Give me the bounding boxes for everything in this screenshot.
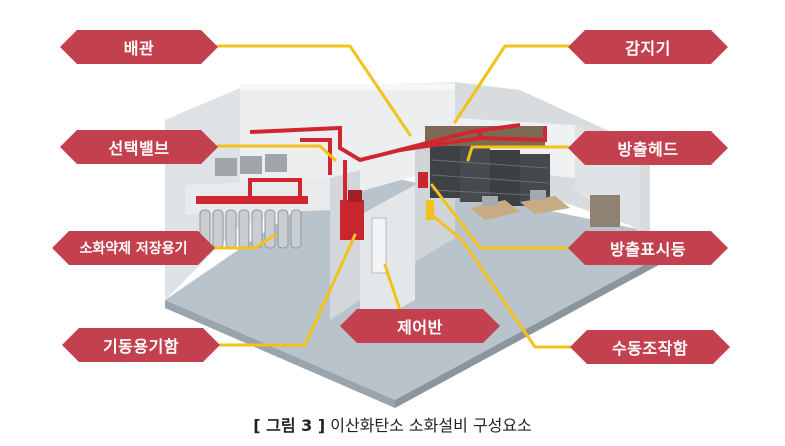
rack-shelf [431, 189, 549, 197]
leader-agent-storage [213, 233, 277, 250]
discharge-indicator-box [418, 172, 428, 188]
desk [470, 200, 520, 220]
callout-piping: 배관 [60, 30, 218, 64]
callout-discharge-indicator: 방출표시등 [568, 231, 728, 265]
leader-lines [213, 44, 572, 349]
callout-selector-valve: 선택밸브 [60, 130, 218, 164]
callout-agent-storage: 소화약제 저장용기 [52, 231, 215, 265]
starter-cylinder-box [348, 190, 362, 202]
selector-valve-box [265, 154, 287, 172]
selector-valve-box [215, 158, 237, 176]
rack-shelf [431, 174, 549, 184]
leader-selector-valve [216, 144, 337, 162]
leader-discharge-indicator [430, 183, 570, 250]
leader-piping [216, 44, 412, 137]
leader-manual-station [430, 213, 572, 349]
callout-manual-station: 수동조작함 [570, 330, 730, 364]
back-wall-top [240, 84, 455, 90]
door-frame [371, 217, 387, 274]
figure-number: [ 그림 3 ] [253, 416, 326, 435]
rack-shelf [431, 159, 549, 169]
callout-control-panel: 제어반 [340, 309, 500, 343]
control-panel-box [340, 200, 364, 240]
leader-detector [453, 44, 570, 124]
cabinet [590, 195, 620, 227]
leader-starter-cylinder [218, 233, 357, 347]
leader-discharge-head [466, 145, 570, 162]
server-rack [460, 146, 490, 202]
floor-front-edge [165, 300, 395, 408]
selector-valve-box [240, 156, 262, 174]
manual-station-box [426, 200, 434, 220]
cylinder-manifold [196, 196, 308, 204]
figure-caption: [ 그림 3 ] 이산화탄소 소화설비 구성요소 [0, 412, 785, 436]
desk [520, 196, 570, 214]
figure-title: 이산화탄소 소화설비 구성요소 [330, 416, 532, 435]
callout-starter-cylinder: 기동용기함 [62, 328, 220, 362]
desk-screen [530, 190, 546, 200]
callout-detector: 감지기 [568, 30, 728, 64]
floor-right-edge [395, 240, 690, 408]
callout-discharge-head: 방출헤드 [568, 131, 728, 165]
red-piping [248, 123, 547, 227]
desk-screen [482, 196, 498, 206]
